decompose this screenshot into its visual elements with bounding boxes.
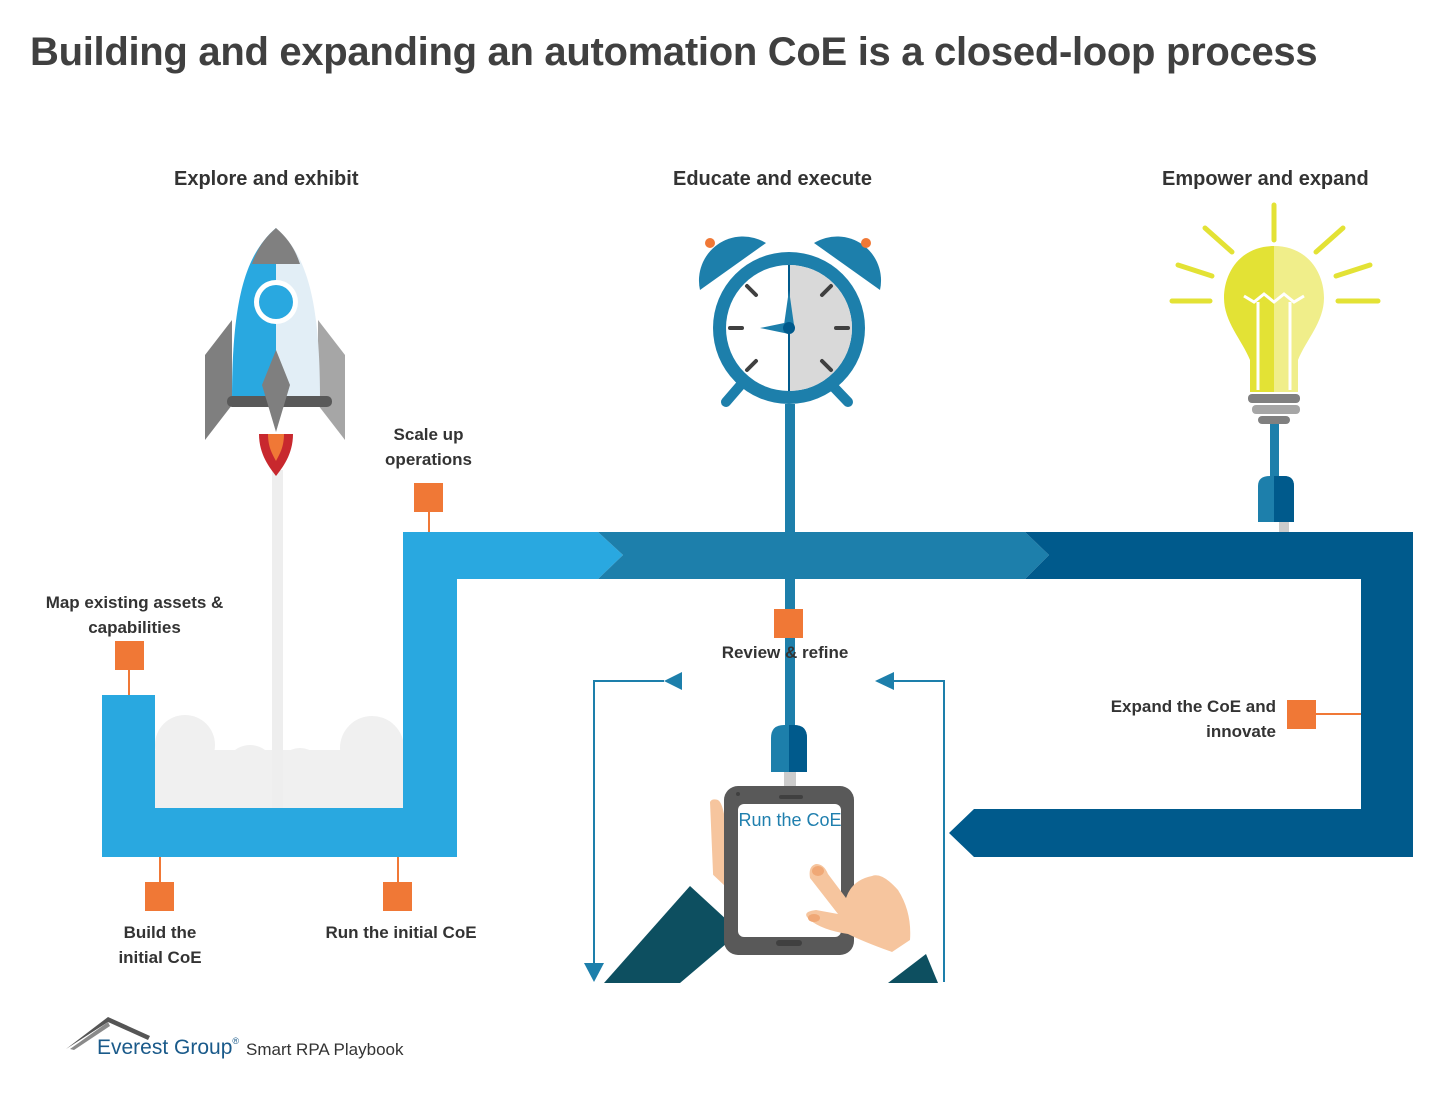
pipe-segment-educate: [598, 532, 1049, 579]
marker-review-refine: [774, 609, 803, 638]
pipe-segment-empower: [949, 532, 1413, 857]
arrow-right-head: [875, 672, 894, 690]
feedback-arrows: [593, 680, 945, 982]
footer-subtitle: Smart RPA Playbook: [246, 1040, 404, 1059]
left-sleeve: [604, 886, 740, 983]
right-hand: [806, 864, 911, 952]
step-label-run-initial: Run the initial CoE: [325, 923, 477, 942]
everest-group-logo: [66, 1017, 150, 1050]
tablet-screen-text: Run the CoE: [738, 810, 842, 830]
phase-label-educate: Educate and execute: [673, 168, 872, 190]
step-label-map-assets: Map existing assets & capabilities: [45, 593, 224, 637]
step-label-review-refine: Review & refine: [721, 643, 849, 662]
arrow-down-head: [584, 963, 604, 982]
marker-expand-innovate: [1287, 700, 1316, 729]
phase-label-explore: Explore and exhibit: [174, 168, 359, 190]
step-label-scale-up: Scale up operations: [385, 425, 472, 469]
marker-run-initial: [383, 882, 412, 911]
footer-brand: Everest Group®: [97, 1036, 240, 1059]
right-sleeve: [888, 954, 938, 983]
alarm-clock-icon: [698, 236, 882, 534]
step-markers: [115, 483, 1361, 911]
rocket-trail: [272, 470, 283, 810]
loop-pipe: [102, 532, 1413, 857]
phase-label-empower: Empower and expand: [1162, 168, 1369, 190]
step-label-expand-innovate: Expand the CoE and innovate: [1110, 697, 1276, 741]
pipe-segment-explore: [102, 532, 623, 857]
review-connector: [785, 579, 795, 729]
marker-map-assets: [115, 641, 144, 670]
light-bulb-icon: [1169, 202, 1381, 534]
arrow-left-head: [664, 672, 682, 690]
rocket-icon: [205, 228, 345, 476]
hand-tablet-illustration: [604, 786, 938, 983]
marker-scale-up: [414, 483, 443, 512]
step-label-build-initial: Build the initial CoE: [118, 923, 202, 967]
marker-build-initial: [145, 882, 174, 911]
page-title: Building and expanding an automation CoE…: [30, 30, 1318, 74]
